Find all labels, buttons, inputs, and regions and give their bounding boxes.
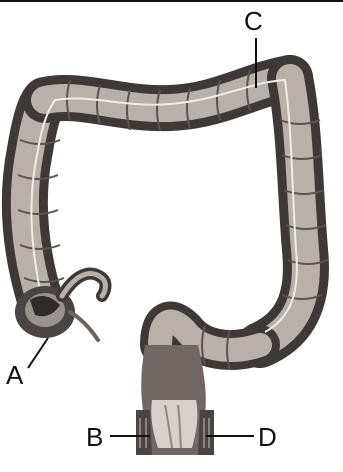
label-b: B <box>86 424 103 450</box>
external-sphincter <box>198 410 214 455</box>
label-a: A <box>6 362 23 388</box>
label-d: D <box>258 424 277 450</box>
leader-line-a <box>28 338 48 368</box>
label-c: C <box>244 8 263 34</box>
internal-sphincter <box>136 410 152 455</box>
appendix <box>70 312 98 340</box>
